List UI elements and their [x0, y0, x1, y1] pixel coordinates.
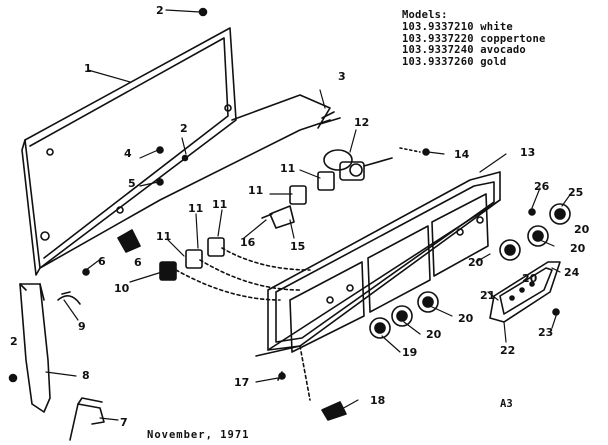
hardware-part-17-18: [277, 345, 347, 421]
callout-number: 10: [114, 282, 130, 295]
bracket-part-7: [69, 397, 105, 441]
rod-part-3: [319, 111, 341, 125]
model-finish: avocado: [480, 44, 526, 57]
model-row: 103.9337210 white: [402, 20, 546, 34]
switch-part-15-16: [261, 205, 295, 229]
knobs-part-19-20-25: [369, 203, 571, 339]
models-heading: Models:: [402, 9, 448, 21]
callout-number: 5: [128, 177, 136, 190]
rear-panel-part-1: [21, 27, 331, 276]
model-number: 103.9337260: [402, 56, 474, 69]
callout-number: 12: [354, 116, 369, 129]
callout-number: 11: [248, 184, 263, 197]
callout-number: 20: [468, 256, 484, 269]
display-plate-part-21-22-24: [489, 261, 561, 323]
callout-number: 3: [338, 70, 346, 83]
callout-number: 2: [180, 122, 188, 135]
model-finish: gold: [480, 56, 507, 69]
callout-number: 2: [156, 4, 164, 17]
callout-number: 9: [78, 320, 86, 333]
model-finish: white: [480, 20, 513, 33]
callout-number: 6: [98, 255, 106, 268]
callout-number: 24: [564, 266, 580, 279]
date-caption: November, 1971: [147, 429, 250, 441]
sheet-id: A3: [500, 398, 513, 410]
callout-number: 20: [522, 272, 538, 285]
clip-part-6: [82, 229, 141, 276]
callout-number: 2: [10, 335, 18, 348]
callout-number: 20: [458, 312, 474, 325]
callout-number: 19: [402, 346, 417, 359]
callout-number: 26: [534, 180, 550, 193]
model-finish: coppertone: [480, 32, 546, 45]
callout-number: 20: [570, 242, 586, 255]
callout-number: 7: [120, 416, 128, 429]
callout-number: 8: [82, 369, 90, 382]
model-number: 103.9337220: [402, 32, 474, 45]
model-number: 103.9337210: [402, 20, 474, 33]
callout-number: 4: [124, 147, 132, 160]
callout-number: 23: [538, 326, 553, 339]
callout-number: 21: [480, 289, 495, 302]
leader-lines: [45, 9, 573, 421]
model-row: 103.9337260 gold: [402, 56, 546, 69]
callout-numbers: 2 1 3 2 4 5 6 6 7 8 9 10 11 11 11 11 11 …: [10, 4, 590, 429]
model-number: 103.9337240: [402, 44, 474, 57]
model-row: 103.9337240 avocado: [402, 44, 546, 57]
callout-number: 6: [134, 256, 142, 269]
timer-part-12: [323, 149, 393, 181]
callout-number: 22: [500, 344, 515, 357]
callout-number: 15: [290, 240, 305, 253]
screw-part-2: [8, 7, 208, 383]
callout-number: 11: [212, 198, 227, 211]
callout-number: 16: [240, 236, 256, 249]
callout-number: 14: [454, 148, 470, 161]
callout-number: 18: [370, 394, 385, 407]
model-row: 103.9337220 coppertone: [402, 32, 546, 46]
callout-number: 11: [280, 162, 295, 175]
callout-number: 17: [234, 376, 249, 389]
side-trim-part-8: [19, 283, 51, 413]
callout-number: 25: [568, 186, 583, 199]
control-panel-part-13: [255, 171, 501, 357]
callout-number: 20: [426, 328, 442, 341]
callout-number: 11: [156, 230, 171, 243]
callout-number: 11: [188, 202, 203, 215]
switches-part-10-11: [159, 171, 335, 301]
callout-number: 13: [520, 146, 535, 159]
callout-number: 1: [84, 62, 92, 75]
wire-clip-part-9: [57, 291, 81, 305]
models-legend: Models: 103.9337210 white 103.9337220 co…: [402, 9, 546, 69]
lamp-part-14: [399, 147, 430, 156]
callout-number: 20: [574, 223, 590, 236]
screw-part-23-26: [528, 208, 560, 316]
